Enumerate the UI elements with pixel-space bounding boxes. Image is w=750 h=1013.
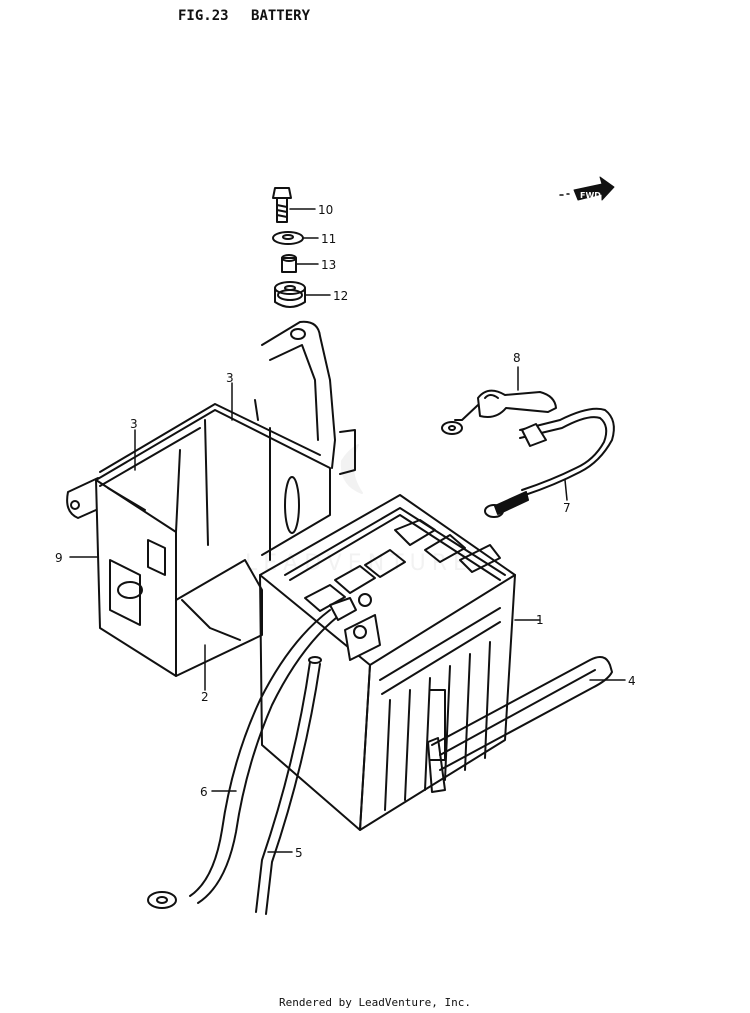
forward-direction-arrow: FWD: [559, 176, 615, 201]
battery-part-1: [259, 494, 516, 831]
leader-lines: [69, 208, 626, 853]
grommet-part-12: [274, 281, 306, 308]
callout-7: 7: [563, 501, 571, 515]
callout-1: 1: [536, 613, 544, 627]
washer-part-11: [272, 231, 304, 245]
callout-2: 2: [201, 690, 209, 704]
cable-part-6: [147, 597, 357, 909]
cable-part-7: [484, 407, 615, 518]
callout-3-top: 3: [226, 371, 234, 385]
callout-10: 10: [318, 203, 333, 217]
fwd-label: FWD: [580, 191, 601, 200]
callout-6: 6: [200, 785, 208, 799]
callout-13: 13: [321, 258, 336, 272]
bolt-part-10: [272, 187, 292, 223]
callout-11: 11: [321, 232, 336, 246]
collar-part-13: [281, 254, 297, 273]
breather-hose-part-5: [255, 656, 322, 915]
figure-title: BATTERY: [251, 8, 311, 24]
callout-8: 8: [513, 351, 521, 365]
render-credit-text: Rendered by LeadVenture, Inc.: [278, 996, 472, 1009]
callout-labels: 1 2 3 3 4 5 6 7 8 9 10 11 13 12: [55, 203, 636, 860]
callout-9: 9: [55, 551, 63, 565]
battery-band-part-4: [427, 655, 613, 793]
figure-header: FIG.23 BATTERY: [178, 8, 324, 24]
callout-3-left: 3: [130, 417, 138, 431]
battery-holder-part-9: [66, 320, 356, 677]
render-credit: Rendered by LeadVenture, Inc.: [0, 996, 750, 1009]
figure-number: FIG.23: [178, 8, 229, 24]
callout-4: 4: [628, 674, 636, 688]
callout-12: 12: [333, 289, 348, 303]
callout-5: 5: [295, 846, 303, 860]
terminal-cover-part-8: [441, 389, 557, 435]
watermark: LEADVENTURE: [245, 444, 467, 576]
